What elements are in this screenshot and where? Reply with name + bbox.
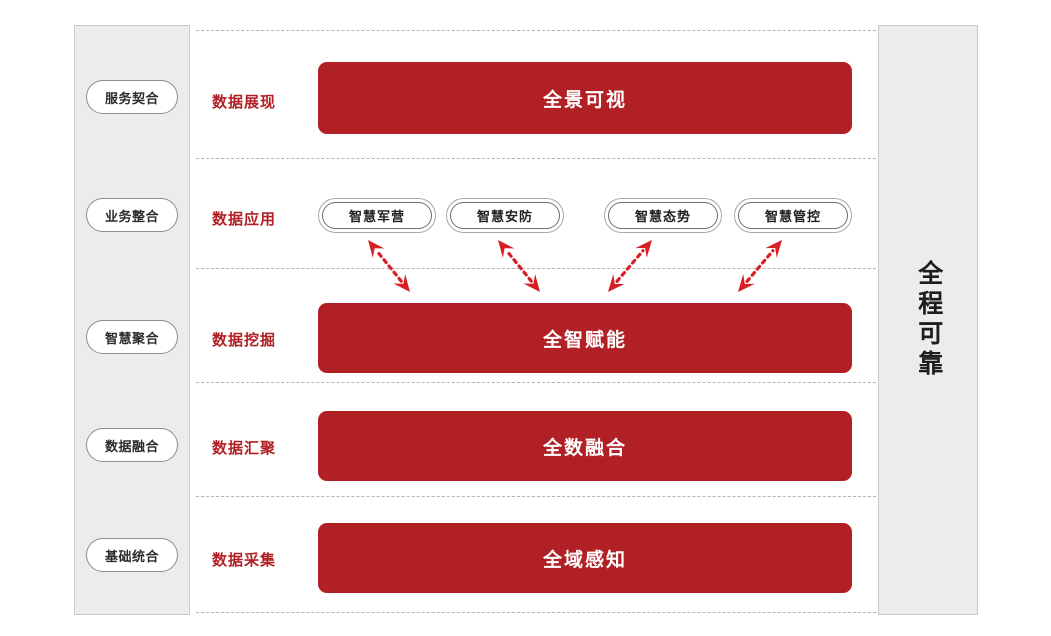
application-pill-label: 智慧安防	[476, 209, 533, 224]
application-pill-label: 智慧态势	[634, 209, 691, 224]
application-pill-label: 智慧管控	[764, 209, 821, 224]
stage-pill-label: 服务契合	[104, 90, 159, 106]
capability-bar-label: 全域感知	[542, 549, 627, 571]
layer-name-collection: 数据采集	[212, 552, 277, 569]
arrow-taishi-head-forward	[635, 240, 652, 258]
row-divider-2	[196, 268, 876, 269]
layer-name-application: 数据应用	[212, 211, 277, 228]
application-pill-1[interactable]: 智慧安防	[446, 198, 564, 233]
arrow-guankong-shaft	[745, 249, 775, 283]
stage-pill-0[interactable]: 服务契合	[86, 80, 178, 114]
row-divider-4	[196, 496, 876, 497]
capability-bar-collection[interactable]: 全域感知	[318, 523, 852, 593]
layer-name-presentation: 数据展现	[212, 94, 277, 111]
layer-name-aggregation: 数据汇聚	[212, 440, 277, 457]
application-pill-label: 智慧军营	[348, 209, 405, 224]
row-divider-1	[196, 158, 876, 159]
stage-pill-4[interactable]: 基础统合	[86, 538, 178, 572]
arrow-anfang-head-forward	[498, 240, 515, 258]
stage-pill-label: 智慧聚合	[104, 330, 159, 346]
arrow-taishi-head-reverse	[608, 274, 625, 292]
arrow-anfang-head-reverse	[523, 274, 540, 292]
capability-bar-presentation[interactable]: 全景可视	[318, 62, 852, 134]
arrow-guankong-head-forward	[765, 240, 782, 258]
capability-bar-label: 全智赋能	[542, 329, 627, 351]
layer-name-mining: 数据挖掘	[212, 332, 277, 349]
arrow-guankong	[738, 240, 782, 292]
stage-pill-1[interactable]: 业务整合	[86, 198, 178, 232]
arrow-junying-head-reverse	[393, 274, 410, 292]
right-reliability-rail: 全程可靠	[878, 25, 978, 615]
row-divider-3	[196, 382, 876, 383]
row-divider-0	[196, 30, 876, 31]
arrow-anfang-shaft	[505, 249, 533, 283]
stage-pill-label: 数据融合	[104, 438, 159, 454]
arrow-taishi	[608, 240, 652, 292]
reliability-label: 全程可靠	[914, 260, 943, 380]
capability-bar-label: 全数融合	[542, 437, 627, 459]
application-pill-2[interactable]: 智慧态势	[604, 198, 722, 233]
arrow-junying	[368, 240, 410, 292]
application-pill-0[interactable]: 智慧军营	[318, 198, 436, 233]
arrow-junying-head-forward	[368, 240, 385, 258]
stage-pill-label: 业务整合	[104, 208, 159, 224]
capability-bar-mining[interactable]: 全智赋能	[318, 303, 852, 373]
arrow-guankong-head-reverse	[738, 274, 755, 292]
capability-bar-aggregation[interactable]: 全数融合	[318, 411, 852, 481]
arrow-anfang	[498, 240, 540, 292]
stage-pill-2[interactable]: 智慧聚合	[86, 320, 178, 354]
application-pill-3[interactable]: 智慧管控	[734, 198, 852, 233]
arrow-taishi-shaft	[615, 249, 645, 283]
arrow-junying-shaft	[375, 249, 403, 283]
row-divider-5	[196, 612, 876, 613]
capability-bar-label: 全景可视	[542, 89, 627, 111]
stage-pill-3[interactable]: 数据融合	[86, 428, 178, 462]
stage-pill-label: 基础统合	[104, 548, 159, 564]
